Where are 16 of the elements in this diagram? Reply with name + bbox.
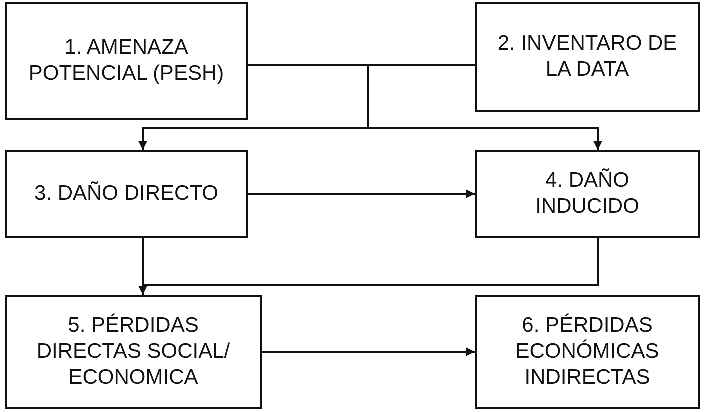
box-label: 1. AMENAZA POTENCIAL (PESH) bbox=[28, 34, 226, 87]
box-label: 5. PÉRDIDAS DIRECTAS SOCIAL/ ECONOMICA bbox=[36, 312, 232, 392]
connector-arrow bbox=[248, 190, 475, 198]
connector-arrow bbox=[367, 64, 602, 150]
connector-arrow bbox=[262, 348, 475, 356]
box-label: 6. PÉRDIDAS ECONÓMICAS INDIRECTAS bbox=[514, 312, 660, 392]
box-label: 3. DAÑO DIRECTO bbox=[34, 180, 220, 207]
process-box bbox=[475, 295, 700, 409]
process-box bbox=[475, 2, 700, 112]
process-box bbox=[5, 150, 248, 238]
box-label: 4. DAÑO INDUCIDO bbox=[534, 168, 640, 220]
connector-arrow bbox=[138, 238, 599, 295]
process-box bbox=[475, 150, 700, 238]
box-label: 2. INVENTARO DE LA DATA bbox=[498, 30, 678, 83]
process-box bbox=[5, 2, 248, 120]
process-box bbox=[5, 295, 262, 409]
